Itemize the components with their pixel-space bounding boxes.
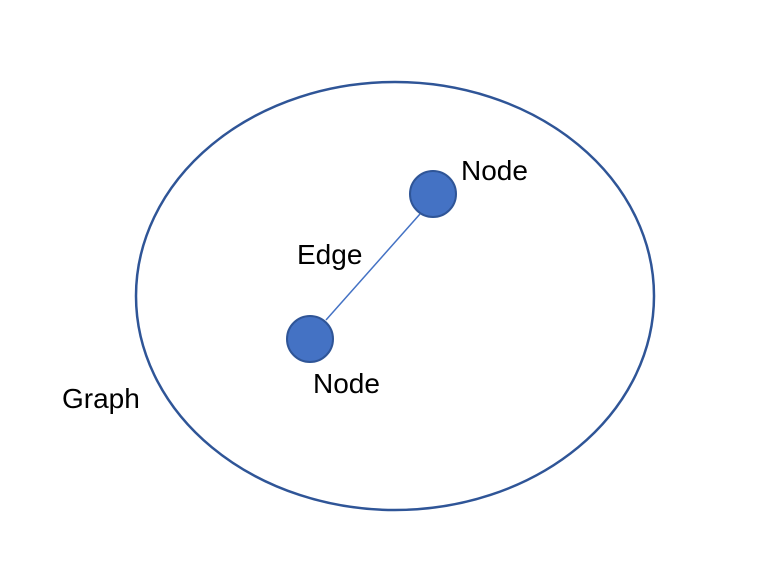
- edge-line: [325, 213, 421, 321]
- graph-boundary: [134, 80, 656, 512]
- node-label: Node: [461, 155, 528, 186]
- node-circle: [286, 315, 334, 363]
- edge-label: Edge: [297, 239, 362, 270]
- graph-label: Graph: [62, 383, 140, 414]
- node-label: Node: [313, 368, 380, 399]
- node-circle: [409, 170, 457, 218]
